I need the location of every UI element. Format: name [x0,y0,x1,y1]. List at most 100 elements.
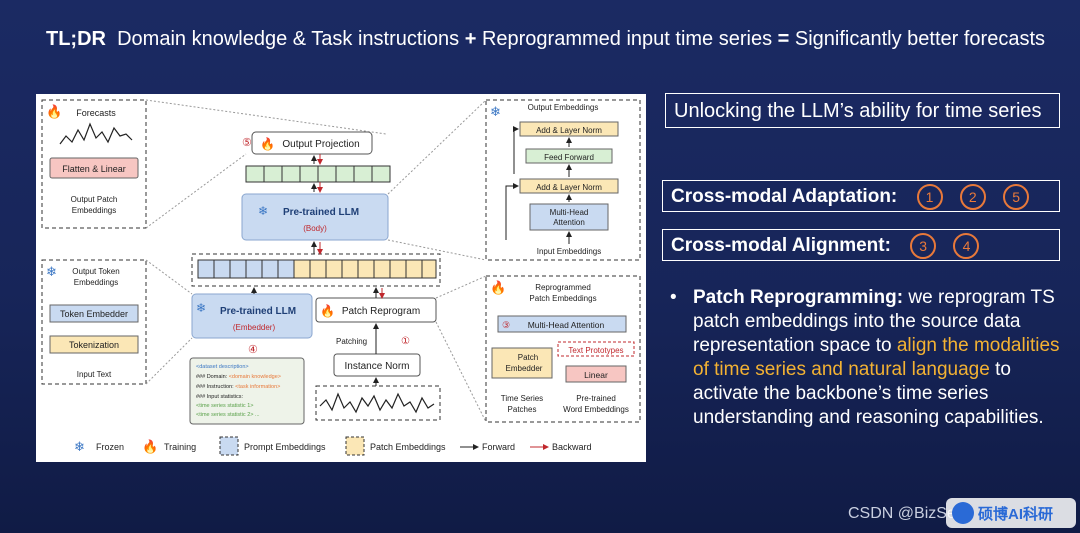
feed-forward-label: Feed Forward [544,153,594,162]
adaptation-marker-2: 2 [959,183,986,210]
logo-circle-icon [952,502,974,524]
llm-body-box [241,193,389,241]
prompt-line-6: <time series statistic 2> ... [196,412,260,418]
text-prototypes-box [557,341,635,357]
tldr-part3: Significantly better forecasts [794,28,1046,50]
legend: ❄ Frozen 🔥 Training Prompt Embeddings Pa… [74,436,592,456]
fire-icon: 🔥 [320,304,335,318]
tokenization-box [49,335,139,354]
bullet-text-1: we reprogram TS patch embeddings into th… [693,287,1055,356]
token-embedder-label: Token Embedder [60,309,128,319]
alignment-marker-4: 4 [953,232,980,259]
prompt-template-box [189,357,305,425]
output-projection-label: Output Projection [282,139,359,150]
cross-modal-adaptation-label: Cross-modal Adaptation: [671,186,898,207]
connector-line [145,337,193,385]
llm-embedder-label: Pre-trained LLM [220,306,296,317]
connector-line [387,239,487,261]
reprogramming-panel [485,275,641,423]
feed-forward-box [525,148,613,164]
input-series-panel [315,385,441,421]
output-embeddings-label: Output Embeddings [528,103,599,112]
patch-reprogram-label: Patch Reprogram [342,306,420,317]
tokenization-label: Tokenization [69,340,119,350]
instance-norm-label: Instance Norm [344,361,409,372]
cross-modal-alignment-label: Cross-modal Alignment: [671,235,891,256]
fire-icon: 🔥 [490,280,506,295]
cross-modal-adaptation-box: Cross-modal Adaptation: 1 2 5 [662,180,1060,212]
marker-3: ③ [502,320,510,330]
watermark-logo-text: 硕博AI科研 [978,506,1054,523]
output-patch-tokens [245,165,391,183]
tldr-plus: + [464,28,477,50]
prompt-line-5: <time series statistic 1> [196,403,253,409]
flatten-linear-label: Flatten & Linear [62,164,126,174]
connector-line [145,99,387,135]
snowflake-icon: ❄ [490,104,501,119]
adaptation-marker-5: 5 [1003,183,1030,210]
multi-head-attention-box [529,203,609,231]
prompt-line-1: <dataset description> [196,364,249,370]
connector-line [145,153,247,229]
patch-embedder-box [491,347,553,379]
tldr-part2: Reprogrammed input time series [481,28,773,50]
forecasts-label: Forecasts [76,108,116,118]
instance-norm-box [333,353,421,377]
llm-body-sub: (Body) [303,224,327,233]
input-embeddings-label: Input Embeddings [537,247,602,256]
marker-1: ① [401,336,410,347]
reprog-mha-box [497,315,627,333]
bullet-highlight: align the modalities of time series and … [693,335,1060,380]
add-layer-norm-box [519,178,619,194]
time-llm-architecture-figure: 🔥 Forecasts Flatten & Linear Output Patc… [36,94,646,462]
llm-body-label: Pre-trained LLM [283,207,359,218]
bullet-dot: • [670,287,677,308]
marker-5: ⑤ [242,137,252,149]
cross-modal-alignment-box: Cross-modal Alignment: 3 4 [662,229,1060,261]
tldr-part1: Domain knowledge & Task instructions [117,28,460,50]
fire-icon: 🔥 [142,439,158,454]
add-layer-norm-box [519,121,619,137]
legend-patch-swatch [345,436,365,456]
watermark-text: CSDN @BizSe [848,505,956,522]
tldr-prefix: TL;DR [46,28,106,50]
bullet-text-2: to activate the backbone’s time series u… [693,359,1044,428]
connector-line [435,321,487,423]
forecast-head-panel [41,99,147,229]
legend-frozen: Frozen [96,442,124,452]
llm-embedder-sub: (Embedder) [233,323,276,332]
legend-patch: Patch Embeddings [370,442,446,452]
prompt-line-4: ### Input statistics: [196,394,244,400]
adaptation-marker-1: 1 [916,183,943,210]
legend-prompt-swatch [219,436,239,456]
snowflake-icon: ❄ [196,301,206,315]
unlocking-label: Unlocking the LLM’s ability for time ser… [674,100,1042,122]
snowflake-icon: ❄ [46,264,57,279]
prompt-line-3: ### Instruction: <task information> [196,384,280,390]
output-projection-box [251,131,373,155]
add-layer-norm-label: Add & Layer Norm [536,126,602,135]
text-prototypes-label: Text Prototypes [568,346,623,355]
legend-training: Training [164,442,196,452]
tldr-headline: TL;DR Domain knowledge & Task instructio… [46,28,1045,51]
prompt-embedding-tokens [197,259,295,279]
alignment-marker-3: 3 [910,232,937,259]
patch-reprogramming-bullet: • Patch Reprogramming: we reprogram TS p… [670,286,1060,430]
marker-4: ④ [248,344,258,356]
connector-line [387,99,487,195]
fire-icon: 🔥 [46,104,62,119]
legend-prompt: Prompt Embeddings [244,442,326,452]
llm-layer-panel [485,99,641,261]
prompt-line-2: ### Domain: <domain knowledge> [196,374,281,380]
patch-embedding-tokens [293,259,437,279]
add-layer-norm-label: Add & Layer Norm [536,183,602,192]
linear-box [565,365,627,383]
watermark-logo: 硕博AI科研 [946,498,1076,528]
legend-forward: Forward [482,442,515,452]
input-series-line [319,392,435,414]
